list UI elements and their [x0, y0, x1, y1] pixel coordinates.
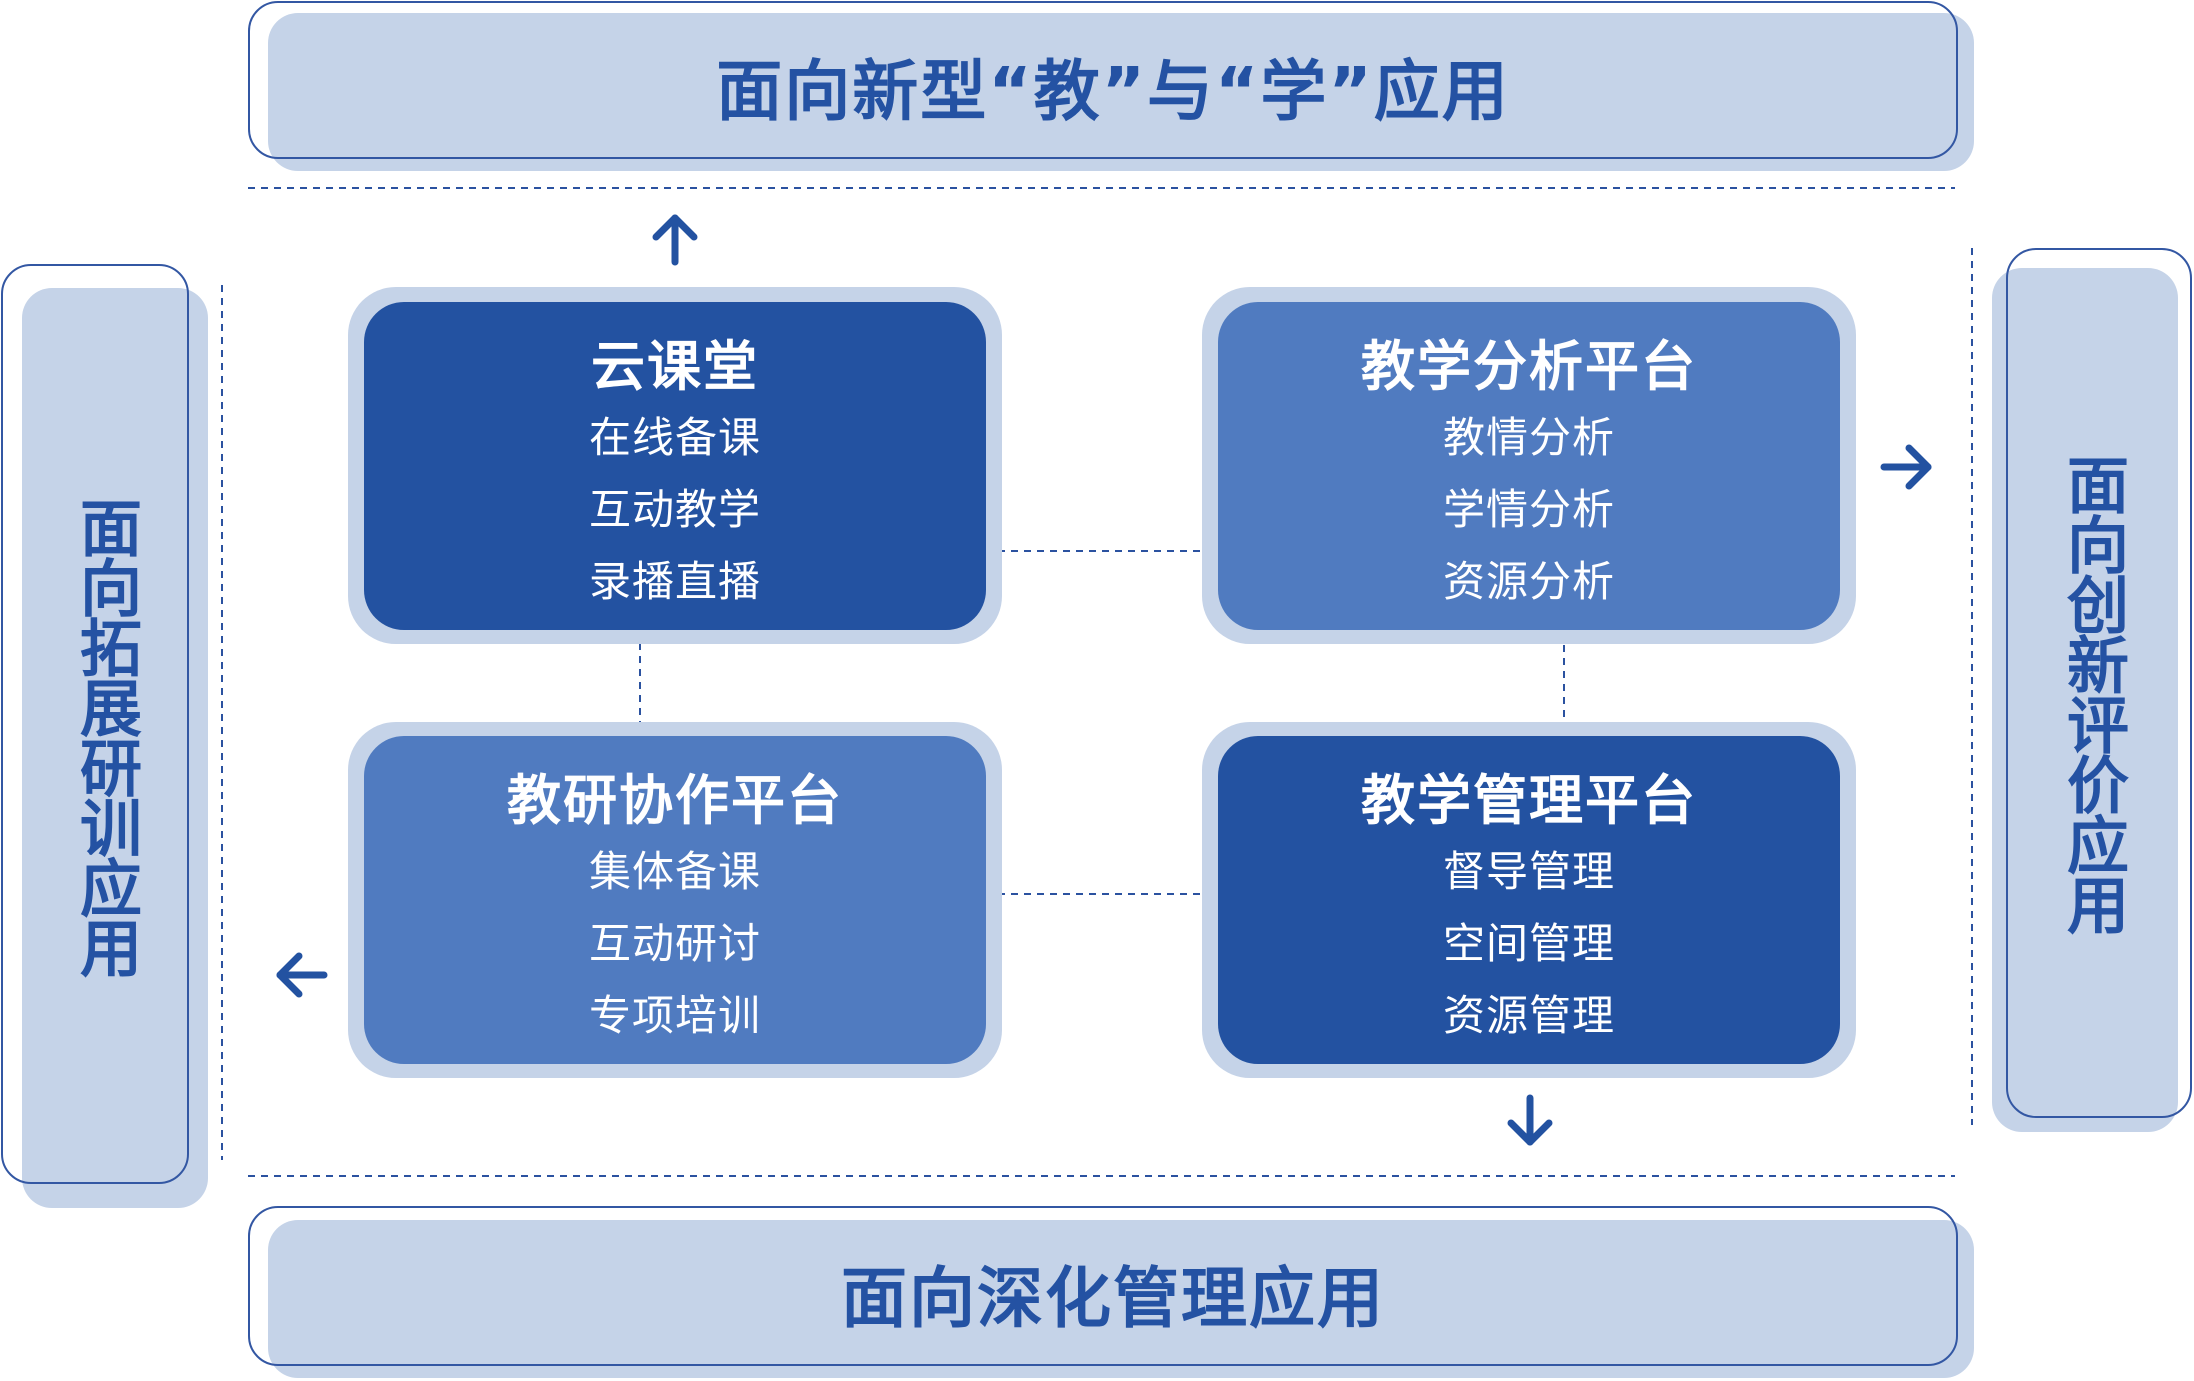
teaching-management-title: 教学管理平台: [1361, 769, 1697, 832]
research-collab-item: 集体备课: [588, 847, 761, 896]
teaching-analysis-item: 教情分析: [1442, 413, 1615, 462]
right-bar-label: 面向创新评价应用: [2056, 453, 2129, 933]
teaching-management-item: 督导管理: [1442, 847, 1615, 896]
teaching-analysis-item: 学情分析: [1442, 485, 1615, 534]
arrow-down-icon: [1507, 1094, 1553, 1146]
right-bar-fill: [1992, 268, 2178, 1132]
cloud-classroom-item: 互动教学: [588, 485, 761, 534]
teaching-analysis-item: 资源分析: [1442, 557, 1615, 606]
left-bar-label: 面向拓展研训应用: [69, 496, 142, 976]
teaching-management-card: 教学管理平台 督导管理 空间管理 资源管理: [1218, 736, 1840, 1064]
cloud-classroom-title: 云课堂: [591, 335, 759, 398]
bottom-bar-label: 面向深化管理应用: [841, 1260, 1385, 1337]
top-bar-label: 面向新型“教”与“学”应用: [716, 53, 1510, 130]
research-collab-item: 专项培训: [588, 991, 761, 1040]
teaching-management-item: 空间管理: [1442, 919, 1615, 968]
arrow-up-icon: [652, 214, 698, 266]
arrow-right-icon: [1880, 444, 1932, 490]
cloud-classroom-item: 录播直播: [588, 557, 761, 606]
left-bar-outline: [1, 264, 189, 1184]
arrow-left-icon: [276, 952, 328, 998]
teaching-analysis-card: 教学分析平台 教情分析 学情分析 资源分析: [1218, 302, 1840, 630]
cloud-classroom-card: 云课堂 在线备课 互动教学 录播直播: [364, 302, 986, 630]
top-bar-fill: [268, 13, 1974, 171]
research-collab-item: 互动研讨: [588, 919, 761, 968]
teaching-management-item: 资源管理: [1442, 991, 1615, 1040]
bottom-bar-outline: [248, 1206, 1958, 1366]
teaching-analysis-title: 教学分析平台: [1361, 335, 1697, 398]
top-bar-outline: [248, 1, 1958, 159]
left-bar-fill: [22, 288, 208, 1208]
cloud-classroom-item: 在线备课: [588, 413, 761, 462]
bottom-bar-fill: [268, 1220, 1974, 1378]
right-bar-outline: [2006, 248, 2192, 1118]
research-collab-title: 教研协作平台: [507, 769, 843, 832]
research-collab-card: 教研协作平台 集体备课 互动研讨 专项培训: [364, 736, 986, 1064]
